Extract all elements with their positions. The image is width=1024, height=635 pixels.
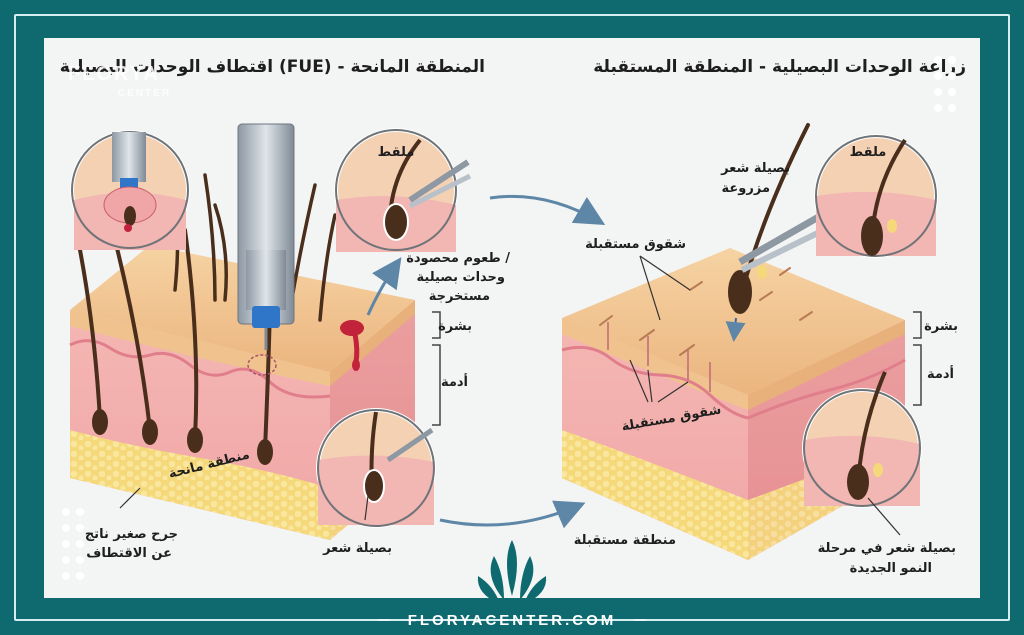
label-wound-1: جرح صغير ناتج	[85, 527, 178, 542]
magnifier-follicle	[316, 408, 436, 528]
label-extracted-grafts-3: مستخرجة	[429, 289, 490, 304]
label-new-growth-1: بصيلة شعر في مرحلة	[818, 541, 956, 556]
label-extracted-grafts-2: وحدات بصيلية	[417, 270, 506, 285]
implanted-hair	[725, 123, 830, 342]
label-new-growth-2: النمو الجديدة	[850, 561, 932, 576]
magnifier-new-growth	[802, 371, 922, 508]
leader-wound	[119, 487, 141, 509]
title-right: زراعة الوحدات البصيلية - المنطقة المستقب…	[593, 57, 966, 77]
decorative-dots-left	[62, 508, 84, 580]
donor-skin-block	[69, 245, 415, 540]
arrow-bottom	[439, 500, 586, 529]
footer-website: FLORYACENTER.COM	[378, 612, 646, 629]
label-dermis-left: أدمة	[441, 373, 468, 390]
magnifier-forceps-right	[814, 134, 938, 258]
leader-new-growth	[867, 497, 901, 536]
label-epidermis-left: بشرة	[438, 319, 472, 334]
bracket-dermis-right	[913, 344, 922, 406]
label-epidermis-right: بشرة	[924, 319, 958, 334]
footer-website-text: FLORYACENTER.COM	[408, 612, 617, 629]
arrow-up	[366, 257, 402, 316]
frame-border	[14, 14, 1010, 621]
label-forceps-right: ملقط	[850, 145, 887, 160]
label-wound-2: عن الاقتطاف	[86, 546, 172, 561]
brand-watermark-top: FLORYA	[68, 63, 160, 85]
label-recipient-slits-top: شقوق مستقبلة	[585, 237, 686, 252]
label-implanted-1: بصيلة شعر	[720, 161, 790, 176]
label-recipient-area: منطقة مستقبلة	[574, 533, 676, 548]
extraction-wound	[247, 320, 364, 376]
recipient-skin-block	[561, 248, 906, 560]
magnifier-punch	[70, 130, 190, 250]
brand-watermark: FLORYA CENTER	[68, 63, 171, 99]
donor-follicle-bulbs	[92, 409, 273, 465]
magnifier-forceps-left	[334, 128, 472, 252]
label-hair-follicle: بصيلة شعر	[322, 541, 392, 556]
label-forceps-left: ملقط	[378, 145, 415, 160]
fue-punch-tool	[237, 123, 295, 350]
label-implanted-2: مزروعة	[722, 181, 770, 196]
bracket-epidermis-left	[432, 311, 441, 339]
florya-logo-icon	[477, 540, 547, 604]
leaders-slits-bottom	[629, 359, 689, 403]
brand-watermark-bottom: CENTER	[118, 88, 171, 99]
arrow-top	[489, 194, 606, 226]
leader-follicle	[364, 495, 369, 521]
label-dermis-right: أدمة	[927, 365, 954, 382]
label-extracted-grafts-1: طعوم محصودة /	[406, 251, 510, 266]
decorative-dots-right	[934, 56, 956, 112]
bracket-epidermis-right	[913, 311, 922, 339]
leaders-slits-top	[639, 255, 691, 321]
title-left: اقتطاف الوحدات البصيلية (FUE) - المنطقة …	[60, 57, 485, 77]
bracket-dermis-left	[432, 344, 441, 426]
